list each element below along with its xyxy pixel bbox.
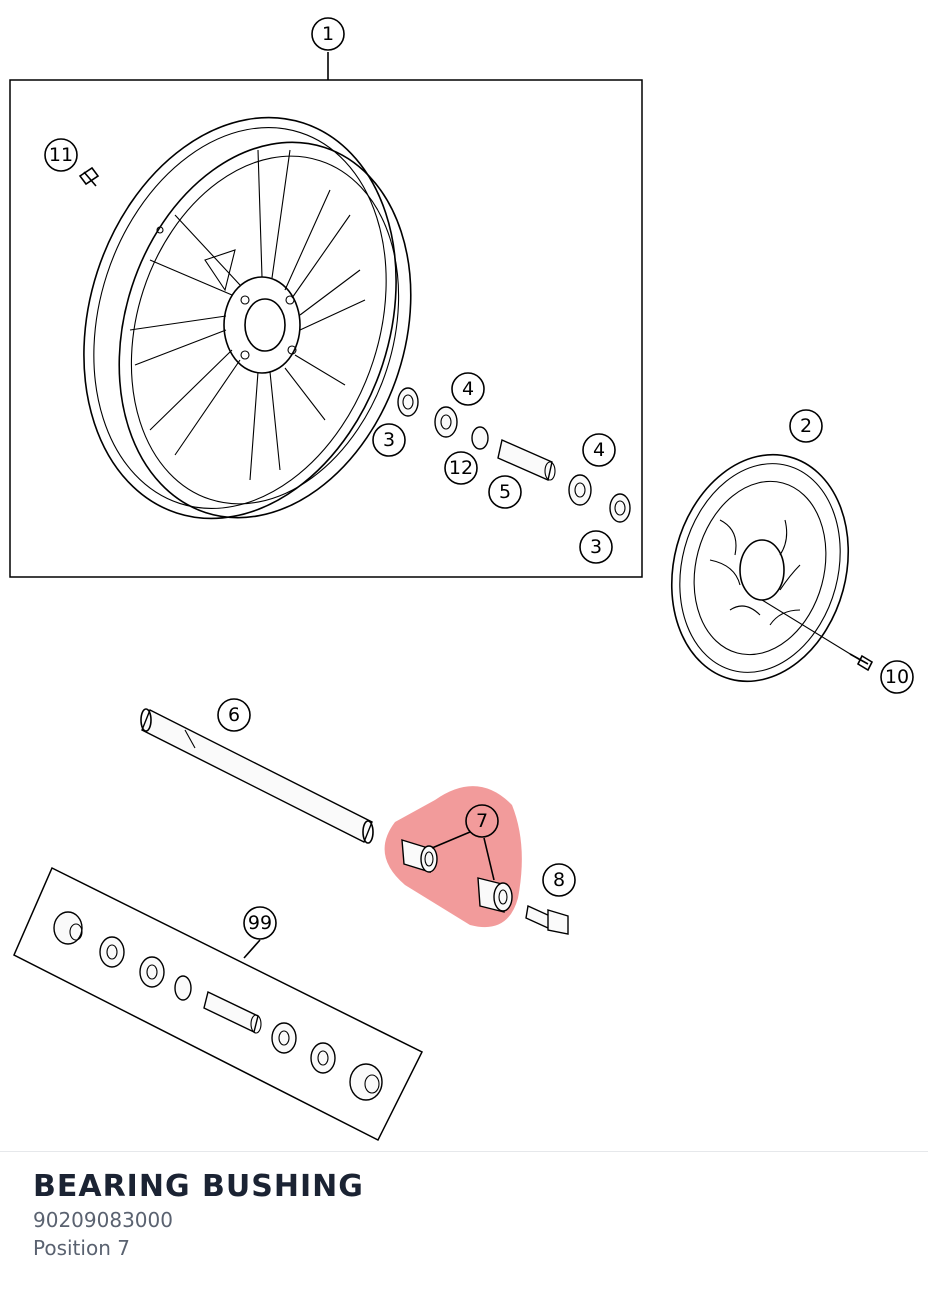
valve-screw-part[interactable] <box>78 166 100 187</box>
callout-5[interactable]: 5 <box>488 475 522 509</box>
callout-12[interactable]: 12 <box>444 451 478 485</box>
callout-2[interactable]: 2 <box>789 409 823 443</box>
svg-text:5: 5 <box>499 481 511 503</box>
svg-text:8: 8 <box>553 869 565 891</box>
svg-text:2: 2 <box>800 415 812 437</box>
brake-disc-part[interactable] <box>647 435 873 702</box>
divider <box>0 1151 928 1152</box>
callout-8[interactable]: 8 <box>542 863 576 897</box>
axle-screw-part[interactable] <box>525 904 569 935</box>
svg-text:99: 99 <box>248 912 272 934</box>
callout-7[interactable]: 7 <box>465 804 499 838</box>
bearing-kit-group[interactable] <box>13 866 424 1142</box>
callout-4a[interactable]: 4 <box>451 372 485 406</box>
callout-10[interactable]: 10 <box>880 660 914 694</box>
callout-3a[interactable]: 3 <box>372 423 406 457</box>
svg-text:12: 12 <box>449 457 473 479</box>
callout-99[interactable]: 99 <box>243 906 277 940</box>
callout-4b[interactable]: 4 <box>582 433 616 467</box>
bearing-bushing-part[interactable] <box>401 831 513 913</box>
svg-text:10: 10 <box>885 666 909 688</box>
part-position: Position 7 <box>33 1236 130 1260</box>
callout-1[interactable]: 1 <box>311 17 345 51</box>
svg-text:3: 3 <box>590 536 602 558</box>
disc-screw-part[interactable] <box>849 653 874 672</box>
wheel-bearing-parts[interactable] <box>397 387 631 523</box>
part-info-panel: BEARING BUSHING 90209083000 Position 7 <box>33 1168 364 1262</box>
svg-text:11: 11 <box>49 144 73 166</box>
svg-text:1: 1 <box>322 23 334 45</box>
svg-text:7: 7 <box>476 810 488 832</box>
wheel-rim[interactable] <box>34 77 457 560</box>
part-name: BEARING BUSHING <box>33 1169 364 1204</box>
callout-3b[interactable]: 3 <box>579 530 613 564</box>
callout-6[interactable]: 6 <box>217 698 251 732</box>
wheel-assembly-group <box>9 52 643 578</box>
svg-text:6: 6 <box>228 704 240 726</box>
svg-text:4: 4 <box>462 378 474 400</box>
part-number: 90209083000 <box>33 1208 173 1232</box>
svg-text:4: 4 <box>593 439 605 461</box>
exploded-parts-diagram: 1 11 4 3 12 5 4 3 2 10 6 7 8 99 <box>9 17 914 1142</box>
callout-11[interactable]: 11 <box>44 138 78 172</box>
svg-text:3: 3 <box>383 429 395 451</box>
axle-part[interactable] <box>140 708 374 844</box>
